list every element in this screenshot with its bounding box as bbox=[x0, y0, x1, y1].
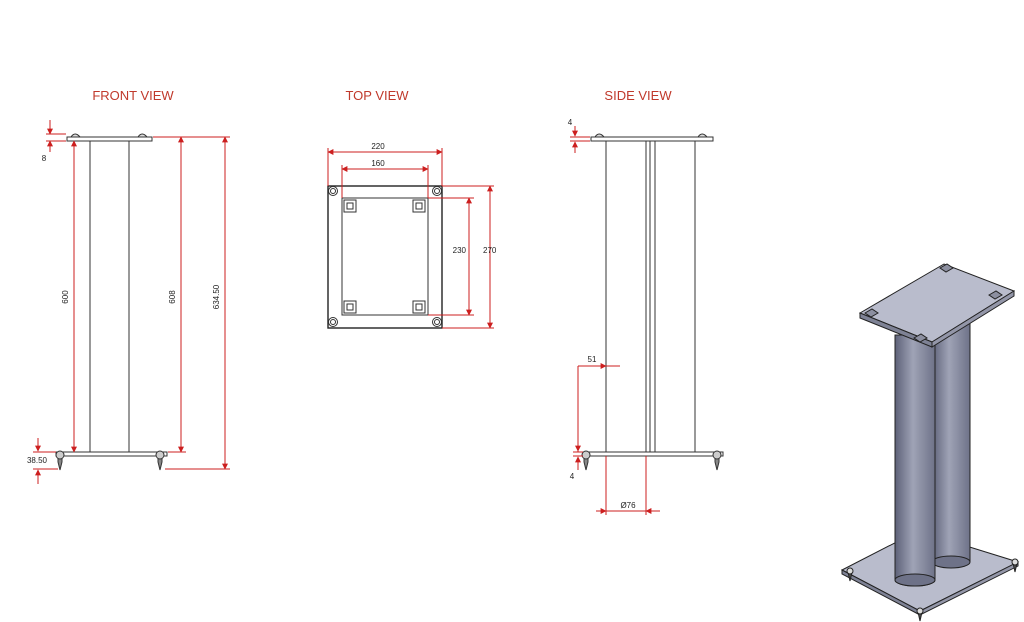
front-view: FRONT VIEW 8 600 608 634.50 bbox=[27, 88, 230, 484]
side-spikes bbox=[583, 455, 720, 471]
top-mount-squares bbox=[343, 199, 426, 314]
top-dim-230: 230 bbox=[453, 246, 467, 255]
side-spike-cap-left bbox=[581, 450, 591, 460]
iso-pillar-back-base bbox=[931, 555, 971, 569]
front-dim-634: 634.50 bbox=[212, 284, 221, 309]
side-bottom-plate bbox=[582, 451, 724, 457]
top-outer-plate bbox=[327, 185, 443, 329]
iso-pillar-back bbox=[931, 321, 971, 563]
top-dim-220: 220 bbox=[371, 142, 385, 151]
iso-top-feet bbox=[864, 263, 1003, 343]
top-corner-feet bbox=[328, 186, 442, 327]
front-dim-8: 8 bbox=[42, 154, 47, 163]
side-pillar-right bbox=[654, 140, 696, 453]
iso-pillar-front-overlay bbox=[894, 334, 936, 581]
front-top-plate bbox=[66, 136, 153, 142]
front-top-feet bbox=[70, 133, 149, 138]
side-top-plate bbox=[590, 136, 714, 142]
front-dim-38: 38.50 bbox=[27, 456, 48, 465]
iso-pillar-front-overlay-base bbox=[894, 573, 936, 587]
side-view: SIDE VIEW 4 51 4 Ø7 bbox=[568, 88, 724, 515]
front-bottom-plate bbox=[55, 451, 168, 457]
top-inner-plate bbox=[341, 197, 429, 316]
top-dim-270: 270 bbox=[483, 246, 497, 255]
side-top-feet bbox=[594, 133, 709, 138]
side-dim-4-bottom: 4 bbox=[570, 472, 575, 481]
side-dim-4-top: 4 bbox=[568, 118, 573, 127]
side-dim-51: 51 bbox=[588, 355, 597, 364]
front-dim-608: 608 bbox=[168, 290, 177, 304]
top-dim-160: 160 bbox=[371, 159, 385, 168]
side-spike-cap-right bbox=[712, 450, 722, 460]
isometric-view bbox=[840, 263, 1020, 622]
front-view-title: FRONT VIEW bbox=[92, 88, 174, 103]
side-dim-76: Ø76 bbox=[620, 501, 636, 510]
front-pillar bbox=[89, 140, 130, 453]
side-pillar-left bbox=[605, 140, 647, 453]
top-view-title: TOP VIEW bbox=[345, 88, 409, 103]
front-spike-cap-left bbox=[55, 450, 65, 460]
front-spike-cap-right bbox=[155, 450, 165, 460]
iso-top-plate bbox=[858, 263, 1016, 343]
iso-top-plate-edge-right bbox=[931, 290, 1015, 348]
iso-spikes bbox=[846, 558, 1019, 622]
top-view: TOP VIEW 220 160 2 bbox=[327, 88, 497, 329]
side-view-title: SIDE VIEW bbox=[604, 88, 672, 103]
front-dim-600: 600 bbox=[61, 290, 70, 304]
front-spikes bbox=[57, 455, 163, 471]
